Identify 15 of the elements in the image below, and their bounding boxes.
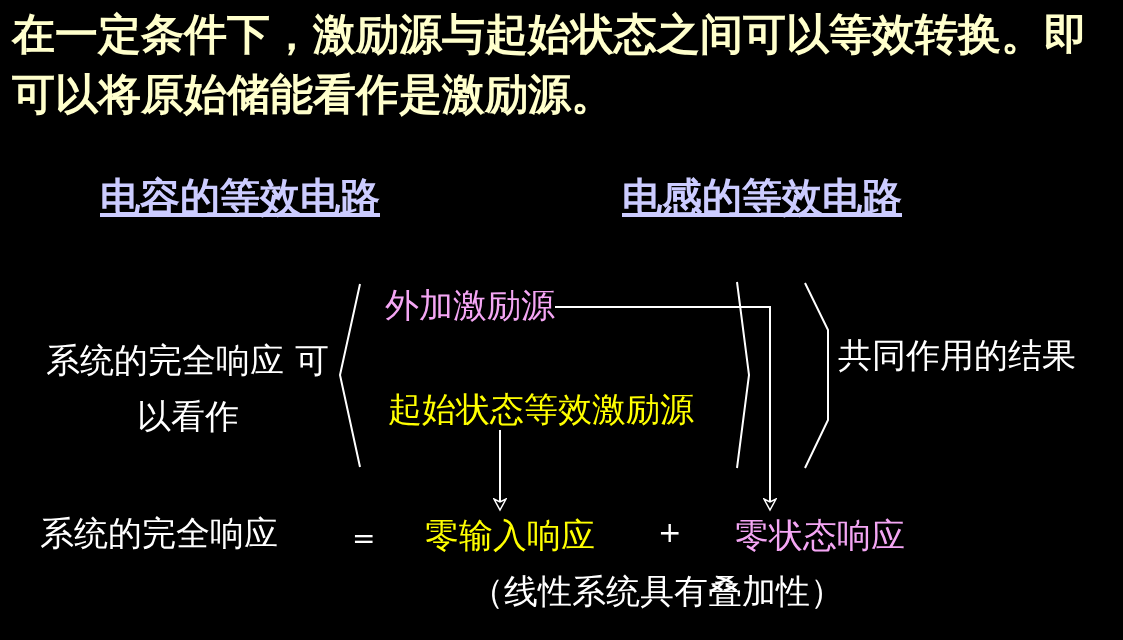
slide-title: 在一定条件下，激励源与起始状态之间可以等效转换。即可以将原始储能看作是激励源。 [12, 8, 1088, 121]
operator-sign: = [352, 521, 376, 557]
term-text: 外加激励源 [385, 284, 555, 326]
term-text: 零状态响应 [735, 514, 905, 556]
note-text: 系统的完全响应 可以看作 [45, 339, 330, 438]
note-text: 共同作用的结果 [838, 334, 1076, 376]
equation-text: 系统的完全响应 [40, 512, 278, 554]
circuit-heading: 电容的等效电路 [100, 173, 380, 222]
term-text: 起始状态等效激励源 [388, 388, 694, 430]
note-text: （线性系统具有叠加性） [470, 570, 844, 612]
arrow [554, 306, 777, 511]
term-text: 零输入响应 [425, 514, 595, 556]
operator-sign: + [658, 515, 682, 551]
arrow [493, 429, 507, 511]
circuit-heading: 电感的等效电路 [622, 173, 902, 222]
